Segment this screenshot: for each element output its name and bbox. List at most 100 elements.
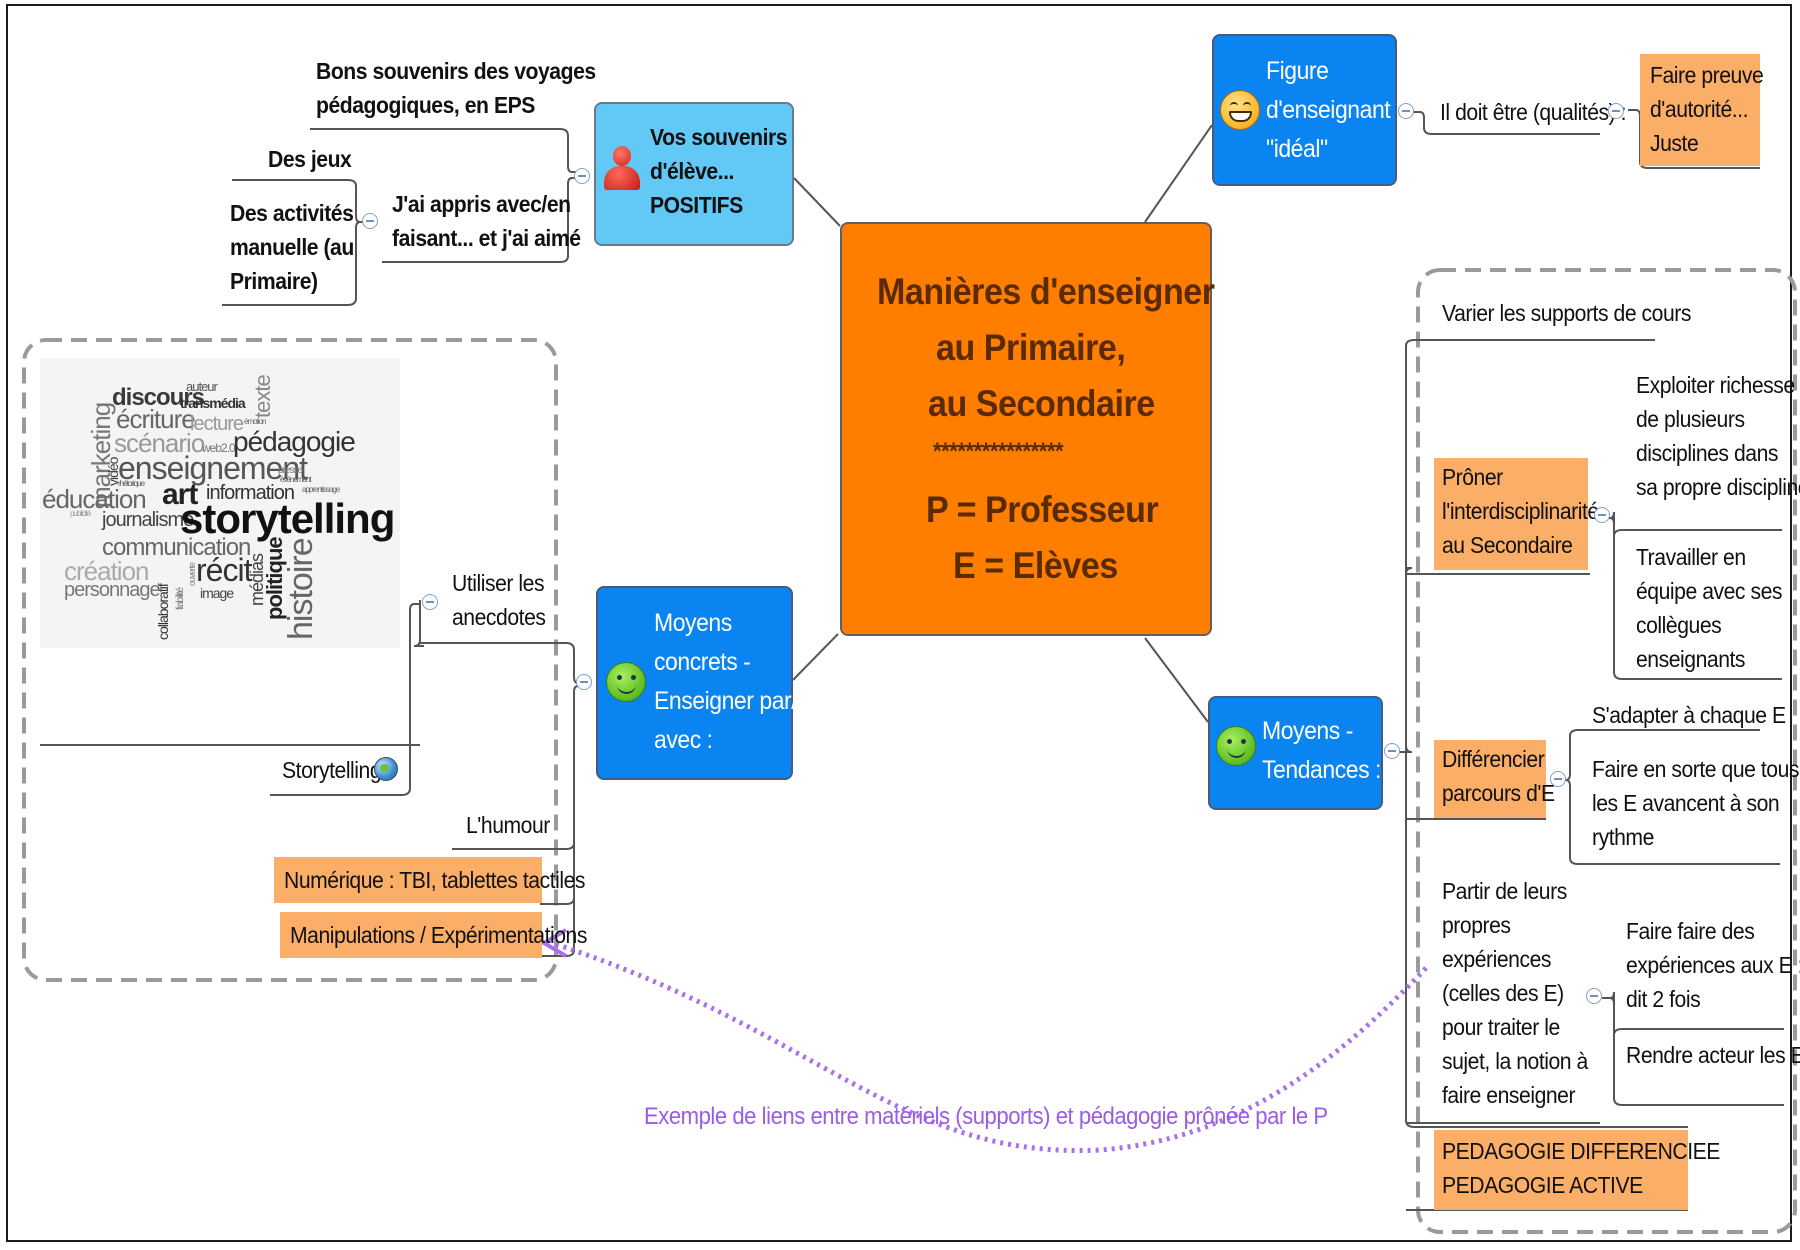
experiences-line-7: faire enseigner (1442, 1082, 1576, 1108)
collapse-toggle-differencier[interactable] (1550, 771, 1566, 787)
interdisciplinarite-highlight[interactable] (1434, 458, 1588, 570)
faire-faire-line-3: dit 2 fois (1626, 986, 1701, 1012)
collapse-toggle-experiences[interactable] (1586, 988, 1602, 1004)
edge-anecdotes (420, 642, 584, 684)
experiences-line-1: Partir de leurs (1442, 878, 1567, 904)
edge-voyages (310, 128, 582, 173)
adapter-label: S'adapter à chaque E (1592, 702, 1786, 728)
activites-line-3: Primaire) (230, 268, 318, 294)
supports-label: Varier les supports de cours (1442, 300, 1692, 326)
anecdotes-line-1: Utiliser les (452, 570, 545, 596)
cloud-word: publicité (70, 509, 91, 518)
cloud-word: histoire (282, 538, 320, 640)
faire-faire-line-1: Faire faire des (1626, 918, 1755, 944)
edge-center-tendances (1144, 637, 1209, 723)
cloud-word: scénario (114, 428, 205, 458)
cloud-word: enseignement (118, 450, 308, 486)
richesse-line-3: disciplines dans (1636, 440, 1779, 466)
voyages-line-2: pédagogiques, en EPS (316, 92, 535, 118)
cloud-word: information (206, 482, 295, 504)
cloud-word: récit (196, 552, 252, 588)
autorite-highlight[interactable] (1640, 54, 1760, 166)
concrets-label-2: concrets - (654, 648, 751, 676)
edge-center-souvenirs (793, 177, 841, 227)
cloud-word: transmédia (180, 395, 246, 411)
souvenirs-label-3: POSITIFS (650, 192, 743, 218)
pedagogie-line-1: PEDAGOGIE DIFFERENCIEE (1442, 1138, 1720, 1164)
collapse-toggle-qualites[interactable] (1608, 103, 1624, 119)
collapse-toggle-interdisciplinarite[interactable] (1594, 507, 1610, 523)
experiences-line-5: pour traiter le (1442, 1014, 1560, 1040)
appris-line-2: faisant... et j'ai aimé (392, 225, 581, 251)
edge-manipulations (540, 700, 575, 957)
concrets-label-1: Moyens (654, 609, 732, 637)
edge-qualites (1410, 111, 1600, 135)
cloud-word: presse (278, 465, 303, 476)
cloud-word: journalisme (102, 509, 194, 531)
cloud-word: émotion (244, 417, 266, 426)
cloud-word: fiabilité (175, 587, 186, 610)
qualites-label: Il doit être (qualités) : (1440, 99, 1627, 125)
autorite-line-1: Faire preuve (1650, 62, 1764, 88)
edge-interdisciplinarite (1405, 567, 1688, 1128)
edge-richesse (1602, 511, 1782, 537)
relationship-caption: Exemple de liens entre matériels (suppor… (644, 1103, 1328, 1130)
center-legend-p: P = Professeur (926, 489, 1159, 530)
cloud-word: lecture (190, 413, 244, 435)
rythme-line-3: rythme (1592, 824, 1654, 850)
cloud-word: événement (280, 475, 312, 484)
collapse-toggle-souvenirs[interactable] (574, 168, 590, 184)
richesse-line-4: sa propre discipline (1636, 474, 1800, 500)
equipe-line-4: enseignants (1636, 646, 1746, 672)
experiences-line-3: expériences (1442, 946, 1552, 972)
cloud-word: image (200, 585, 234, 601)
equipe-line-2: équipe avec ses (1636, 578, 1783, 604)
pedagogie-highlight[interactable] (1434, 1130, 1688, 1210)
center-separator: **************** (933, 438, 1064, 465)
storytelling-word-cloud: discours auteur transmédia texte marketi… (40, 358, 400, 648)
center-title-line-2: au Primaire, (936, 327, 1126, 368)
globe-link-icon[interactable] (374, 757, 398, 781)
edge-acteur (1602, 997, 1784, 1106)
activites-line-2: manuelle (au (230, 234, 354, 260)
anecdotes-line-2: anecdotes (452, 604, 546, 630)
numerique-highlight[interactable] (274, 857, 542, 903)
differencier-highlight[interactable] (1434, 740, 1546, 818)
figure-label-3: "idéal" (1266, 135, 1328, 163)
grin-icon (1220, 90, 1260, 130)
interdisc-line-2: l'interdisciplinarité (1442, 498, 1599, 524)
collapse-toggle-anecdotes[interactable] (422, 594, 438, 610)
tendances-label-2: Tendances : (1262, 756, 1381, 784)
tendances-node[interactable] (1208, 696, 1383, 810)
cloud-word: création (64, 556, 149, 586)
collapse-toggle-tendances[interactable] (1384, 743, 1400, 759)
collapse-toggle-appris[interactable] (362, 213, 378, 229)
edge-appris (382, 177, 582, 263)
rythme-line-2: les E avancent à son (1592, 790, 1780, 816)
manipulations-highlight[interactable] (280, 912, 542, 958)
center-legend-e: E = Elèves (953, 545, 1118, 586)
collapse-toggle-figure[interactable] (1398, 103, 1414, 119)
interdisc-line-3: au Secondaire (1442, 532, 1573, 558)
edge-tendances-trunk (1392, 339, 1655, 753)
collapse-toggle-concrets[interactable] (576, 674, 592, 690)
concrets-label-3: Enseigner par/ (654, 687, 798, 715)
souvenirs-label-2: d'élève... (650, 158, 734, 184)
humour-label: L'humour (466, 812, 550, 838)
acteur-label: Rendre acteur les E (1626, 1042, 1800, 1068)
center-title-line-3: au Secondaire (928, 383, 1155, 424)
interdisc-line-1: Prôner (1442, 464, 1503, 490)
voyages-line-1: Bons souvenirs des voyages (316, 58, 596, 84)
differencier-line-2: parcours d'E (1442, 780, 1555, 806)
experiences-line-6: sujet, la notion à (1442, 1048, 1588, 1074)
center-title-line-1: Manières d'enseigner (877, 271, 1215, 312)
center-node[interactable] (840, 222, 1212, 636)
jeux-label: Des jeux (268, 146, 352, 172)
autorite-line-2: d'autorité... (1650, 96, 1749, 122)
edge-activites (222, 221, 368, 306)
richesse-line-2: de plusieurs (1636, 406, 1745, 432)
souvenirs-label-1: Vos souvenirs (650, 124, 788, 150)
cloud-word: art (162, 478, 198, 511)
cloud-word: éducation (42, 484, 147, 514)
edge-equipe (1602, 517, 1782, 680)
